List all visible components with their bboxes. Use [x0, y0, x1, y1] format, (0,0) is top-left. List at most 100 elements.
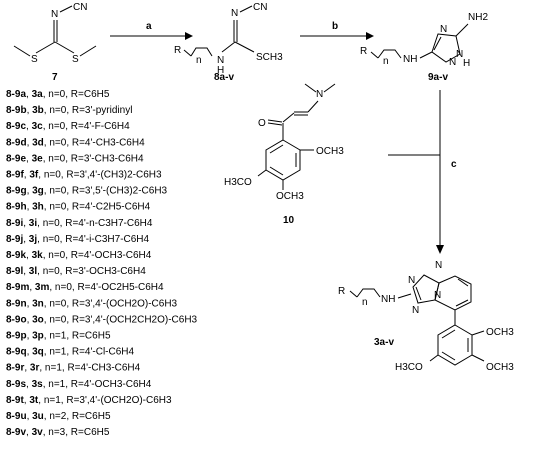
atom-h3co: H3CO — [395, 362, 423, 373]
compound-8-9-id: 8-9j — [6, 234, 23, 245]
atom-n: N — [51, 9, 58, 20]
substituent-row: 8-9e, 3e, n=0, R=3'-CH3-C6H4 — [6, 153, 144, 164]
substituent-row: 8-9n, 3n, n=0, R=3',4'-(OCH2O)-C6H3 — [6, 298, 178, 309]
substituent-row: 8-9r, 3r, n=1, R=4'-CH3-C6H4 — [6, 363, 141, 374]
compound-3-id: 3v — [32, 427, 44, 438]
compound-3-id: 3r — [30, 363, 40, 374]
substituent-desc: , n=1, R=4'-Cl-C6H4 — [44, 347, 135, 358]
atom-n: N — [435, 260, 442, 271]
compound-8-9-id: 8-9l — [6, 266, 23, 277]
compound-3-id: 3p — [32, 331, 44, 342]
substituent-desc: , n=3, R=C6H5 — [43, 427, 110, 438]
substituent-desc: , n=2, R=C6H5 — [44, 411, 111, 422]
compound-8-label: 8a-v — [214, 72, 234, 83]
compound-8-9-id: 8-9p — [6, 331, 27, 342]
arrow-c-label: c — [451, 159, 457, 170]
atom-h: H — [463, 58, 470, 69]
atom-s: S — [72, 54, 79, 65]
compound-3-id: 3c — [32, 121, 44, 132]
substituent-desc: , n=0, R=3'-OCH3-C6H4 — [37, 266, 146, 277]
compound-8-9-id: 8-9o — [6, 314, 27, 325]
subscript-n: n — [383, 56, 389, 67]
compound-8-9-id: 8-9b — [6, 105, 27, 116]
substituent-row: 8-9l, 3l, n=0, R=3'-OCH3-C6H4 — [6, 266, 146, 277]
compound-9-structure: N N N H NH2 NH n R 9a-v — [360, 12, 488, 83]
compound-3-id: 3k — [32, 250, 44, 261]
compound-8-9-id: 8-9d — [6, 137, 27, 148]
atom-n: N — [449, 57, 456, 68]
substituent-row: 8-9t, 3t, n=1, R=3',4'-(OCH2O)-C6H3 — [6, 395, 172, 406]
arrow-c: c — [388, 90, 457, 254]
atom-n: N — [217, 55, 224, 66]
arrow-b: b — [300, 21, 374, 40]
atom-sch3: SCH3 — [256, 52, 283, 63]
atom-nh: NH — [403, 54, 417, 65]
substituent-list: 8-9a, 3a, n=0, R=C6H5 8-9b, 3b, n=0, R=3'… — [6, 89, 198, 438]
substituent-desc: , n=0, R=4'-C2H5-C6H4 — [44, 202, 151, 213]
substituent-row: 8-9p, 3p, n=1, R=C6H5 — [6, 331, 111, 342]
arrow-b-label: b — [332, 21, 338, 32]
substituent-desc: , n=0, R=4'-n-C3H7-C6H4 — [37, 218, 153, 229]
substituent-desc: , n=0, R=4'-OC2H5-C6H4 — [49, 282, 164, 293]
substituent-row: 8-9i, 3i, n=0, R=4'-n-C3H7-C6H4 — [6, 218, 153, 229]
compound-8-9-id: 8-9k — [6, 250, 26, 261]
compound-3-id: 3e — [32, 153, 44, 164]
atom-n: N — [434, 290, 441, 301]
compound-8-9-id: 8-9a — [6, 89, 26, 100]
compound-3-id: 3s — [32, 379, 44, 390]
substituent-row: 8-9h, 3h, n=0, R=4'-C2H5-C6H4 — [6, 202, 151, 213]
substituent-desc: , n=0, R=3',4'-(OCH2CH2O)-C6H3 — [44, 314, 198, 325]
substituent-desc: , n=1, R=4'-CH3-C6H4 — [39, 363, 140, 374]
substituent-row: 8-9u, 3u, n=2, R=C6H5 — [6, 411, 111, 422]
atom-r: R — [174, 45, 181, 56]
compound-3-id: 3i — [29, 218, 38, 229]
substituent-desc: , n=1, R=3',4'-(OCH2O)-C6H3 — [38, 395, 172, 406]
compound-8-9-id: 8-9t — [6, 395, 24, 406]
compound-8-9-id: 8-9g — [6, 186, 27, 197]
compound-9-label: 9a-v — [428, 72, 448, 83]
substituent-row: 8-9b, 3b, n=0, R=3'-pyridinyl — [6, 105, 132, 116]
compound-3-id: 3n — [32, 298, 44, 309]
substituent-desc: , n=1, R=4'-OCH3-C6H4 — [43, 379, 152, 390]
arrow-a-label: a — [146, 21, 152, 32]
substituent-row: 8-9a, 3a, n=0, R=C6H5 — [6, 89, 110, 100]
compound-3-id: 3f — [29, 170, 39, 181]
atom-r: R — [360, 46, 367, 57]
compound-8-9-id: 8-9r — [6, 363, 24, 374]
compound-8-9-id: 8-9h — [6, 202, 27, 213]
compound-8-9-id: 8-9q — [6, 347, 27, 358]
compound-10-label: 10 — [283, 215, 295, 226]
substituent-desc: , n=0, R=C6H5 — [43, 89, 110, 100]
substituent-row: 8-9g, 3g, n=0, R=3',5'-(CH3)2-C6H3 — [6, 186, 168, 197]
substituent-desc: , n=0, R=3'-pyridinyl — [44, 105, 133, 116]
substituent-desc: , n=0, R=4'-i-C3H7-C6H4 — [37, 234, 149, 245]
subscript-n: n — [196, 55, 202, 66]
substituent-desc: , n=0, R=3'-CH3-C6H4 — [43, 153, 144, 164]
substituent-row: 8-9d, 3d, n=0, R=4'-CH3-C6H4 — [6, 137, 145, 148]
compound-3-id: 3b — [32, 105, 44, 116]
compound-3-label: 3a-v — [374, 337, 394, 348]
atom-och3: OCH3 — [486, 362, 514, 373]
compound-8-9-id: 8-9f — [6, 170, 24, 181]
atom-n: N — [440, 24, 447, 35]
substituent-row: 8-9m, 3m, n=0, R=4'-OC2H5-C6H4 — [6, 282, 164, 293]
atom-h3co: H3CO — [224, 177, 252, 188]
atom-n: N — [231, 8, 238, 19]
compound-3-id: 3q — [32, 347, 44, 358]
compound-8-structure: N CN SCH3 N H n R 8a-v — [174, 2, 283, 83]
substituent-row: 8-9v, 3v, n=3, R=C6H5 — [6, 427, 110, 438]
atom-h: H — [217, 65, 224, 76]
compound-8-9-id: 8-9v — [6, 427, 26, 438]
atom-och3: OCH3 — [316, 146, 344, 157]
compound-3-structure: N N N N NH n R OCH3 OCH3 H3CO 3a-v — [338, 260, 514, 373]
compound-3-id: 3t — [29, 395, 39, 406]
substituent-row: 8-9o, 3o, n=0, R=3',4'-(OCH2CH2O)-C6H3 — [6, 314, 198, 325]
compound-8-9-id: 8-9s — [6, 379, 26, 390]
atom-s: S — [31, 54, 38, 65]
subscript-n: n — [362, 297, 368, 308]
compound-8-9-id: 8-9u — [6, 411, 27, 422]
atom-och3: OCH3 — [486, 327, 514, 338]
compound-10-structure: N O OCH3 OCH3 H3CO 10 — [224, 83, 344, 226]
substituent-desc: , n=0, R=3',5'-(CH3)2-C6H3 — [44, 186, 168, 197]
compound-3-id: 3l — [29, 266, 38, 277]
